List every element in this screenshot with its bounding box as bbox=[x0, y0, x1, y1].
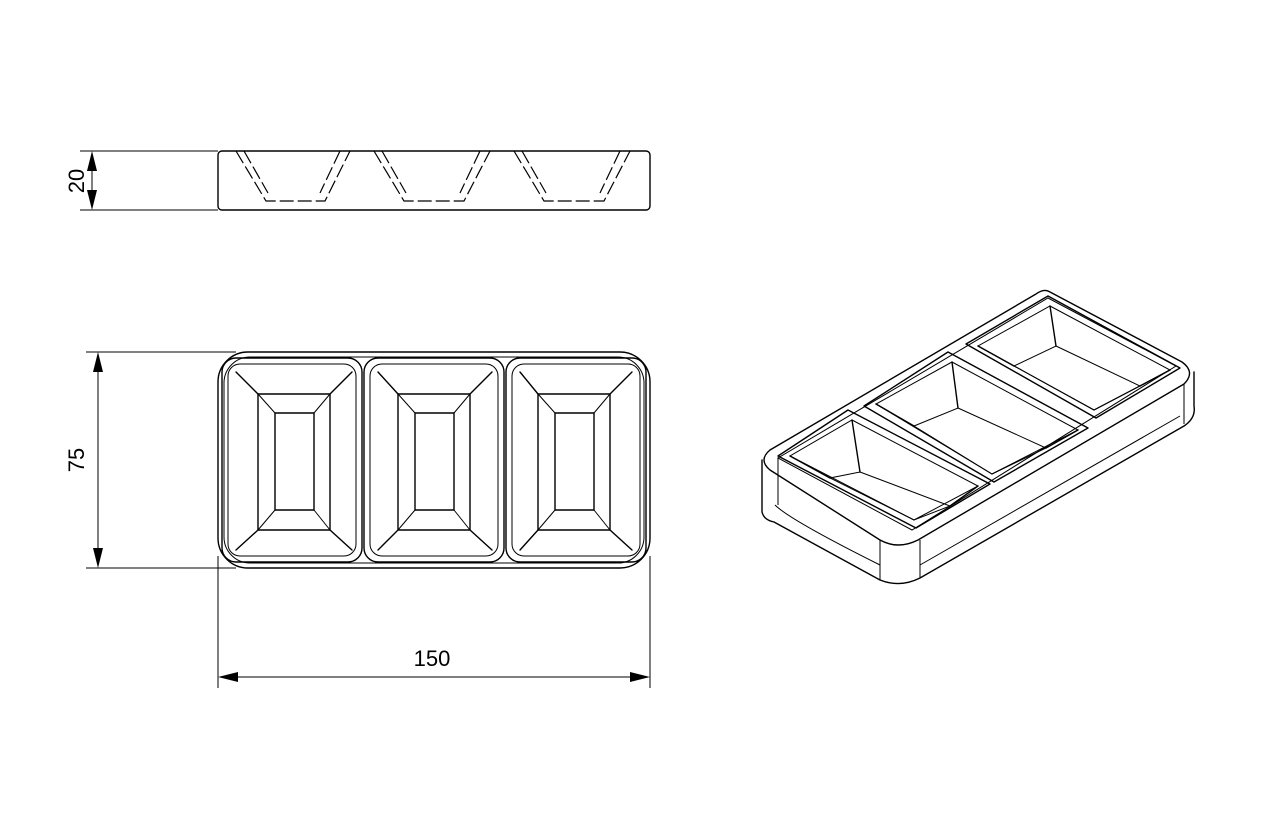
top-view-pocket-left bbox=[221, 357, 363, 563]
iso-top-face bbox=[763, 289, 1191, 546]
side-view-outline bbox=[217, 150, 651, 211]
arrow-head bbox=[218, 672, 238, 682]
arrow-head bbox=[87, 190, 97, 210]
side-view-pocket-right bbox=[513, 150, 631, 202]
depth-dimension: 75 bbox=[64, 351, 236, 569]
iso-pocket-front bbox=[777, 409, 991, 529]
top-view-pocket-right bbox=[505, 357, 647, 563]
height-dimension: 20 bbox=[64, 150, 218, 211]
arrow-head bbox=[630, 672, 650, 682]
side-view-pocket-middle bbox=[373, 150, 491, 202]
arrow-head bbox=[93, 548, 103, 568]
iso-pocket-middle bbox=[863, 351, 1089, 483]
depth-dimension-label: 75 bbox=[64, 448, 89, 472]
isometric-view bbox=[761, 289, 1195, 585]
side-view-pocket-left bbox=[235, 150, 351, 202]
length-dimension: 150 bbox=[217, 556, 651, 688]
arrow-head bbox=[87, 151, 97, 171]
height-dimension-label: 20 bbox=[64, 169, 89, 193]
side-view bbox=[217, 150, 651, 211]
iso-side-faces bbox=[761, 371, 1195, 585]
top-view bbox=[217, 351, 651, 569]
arrow-head bbox=[93, 352, 103, 372]
length-dimension-label: 150 bbox=[414, 646, 451, 671]
iso-pocket-back bbox=[965, 295, 1181, 419]
top-view-pocket-middle bbox=[363, 357, 505, 563]
top-view-outline bbox=[217, 351, 651, 569]
